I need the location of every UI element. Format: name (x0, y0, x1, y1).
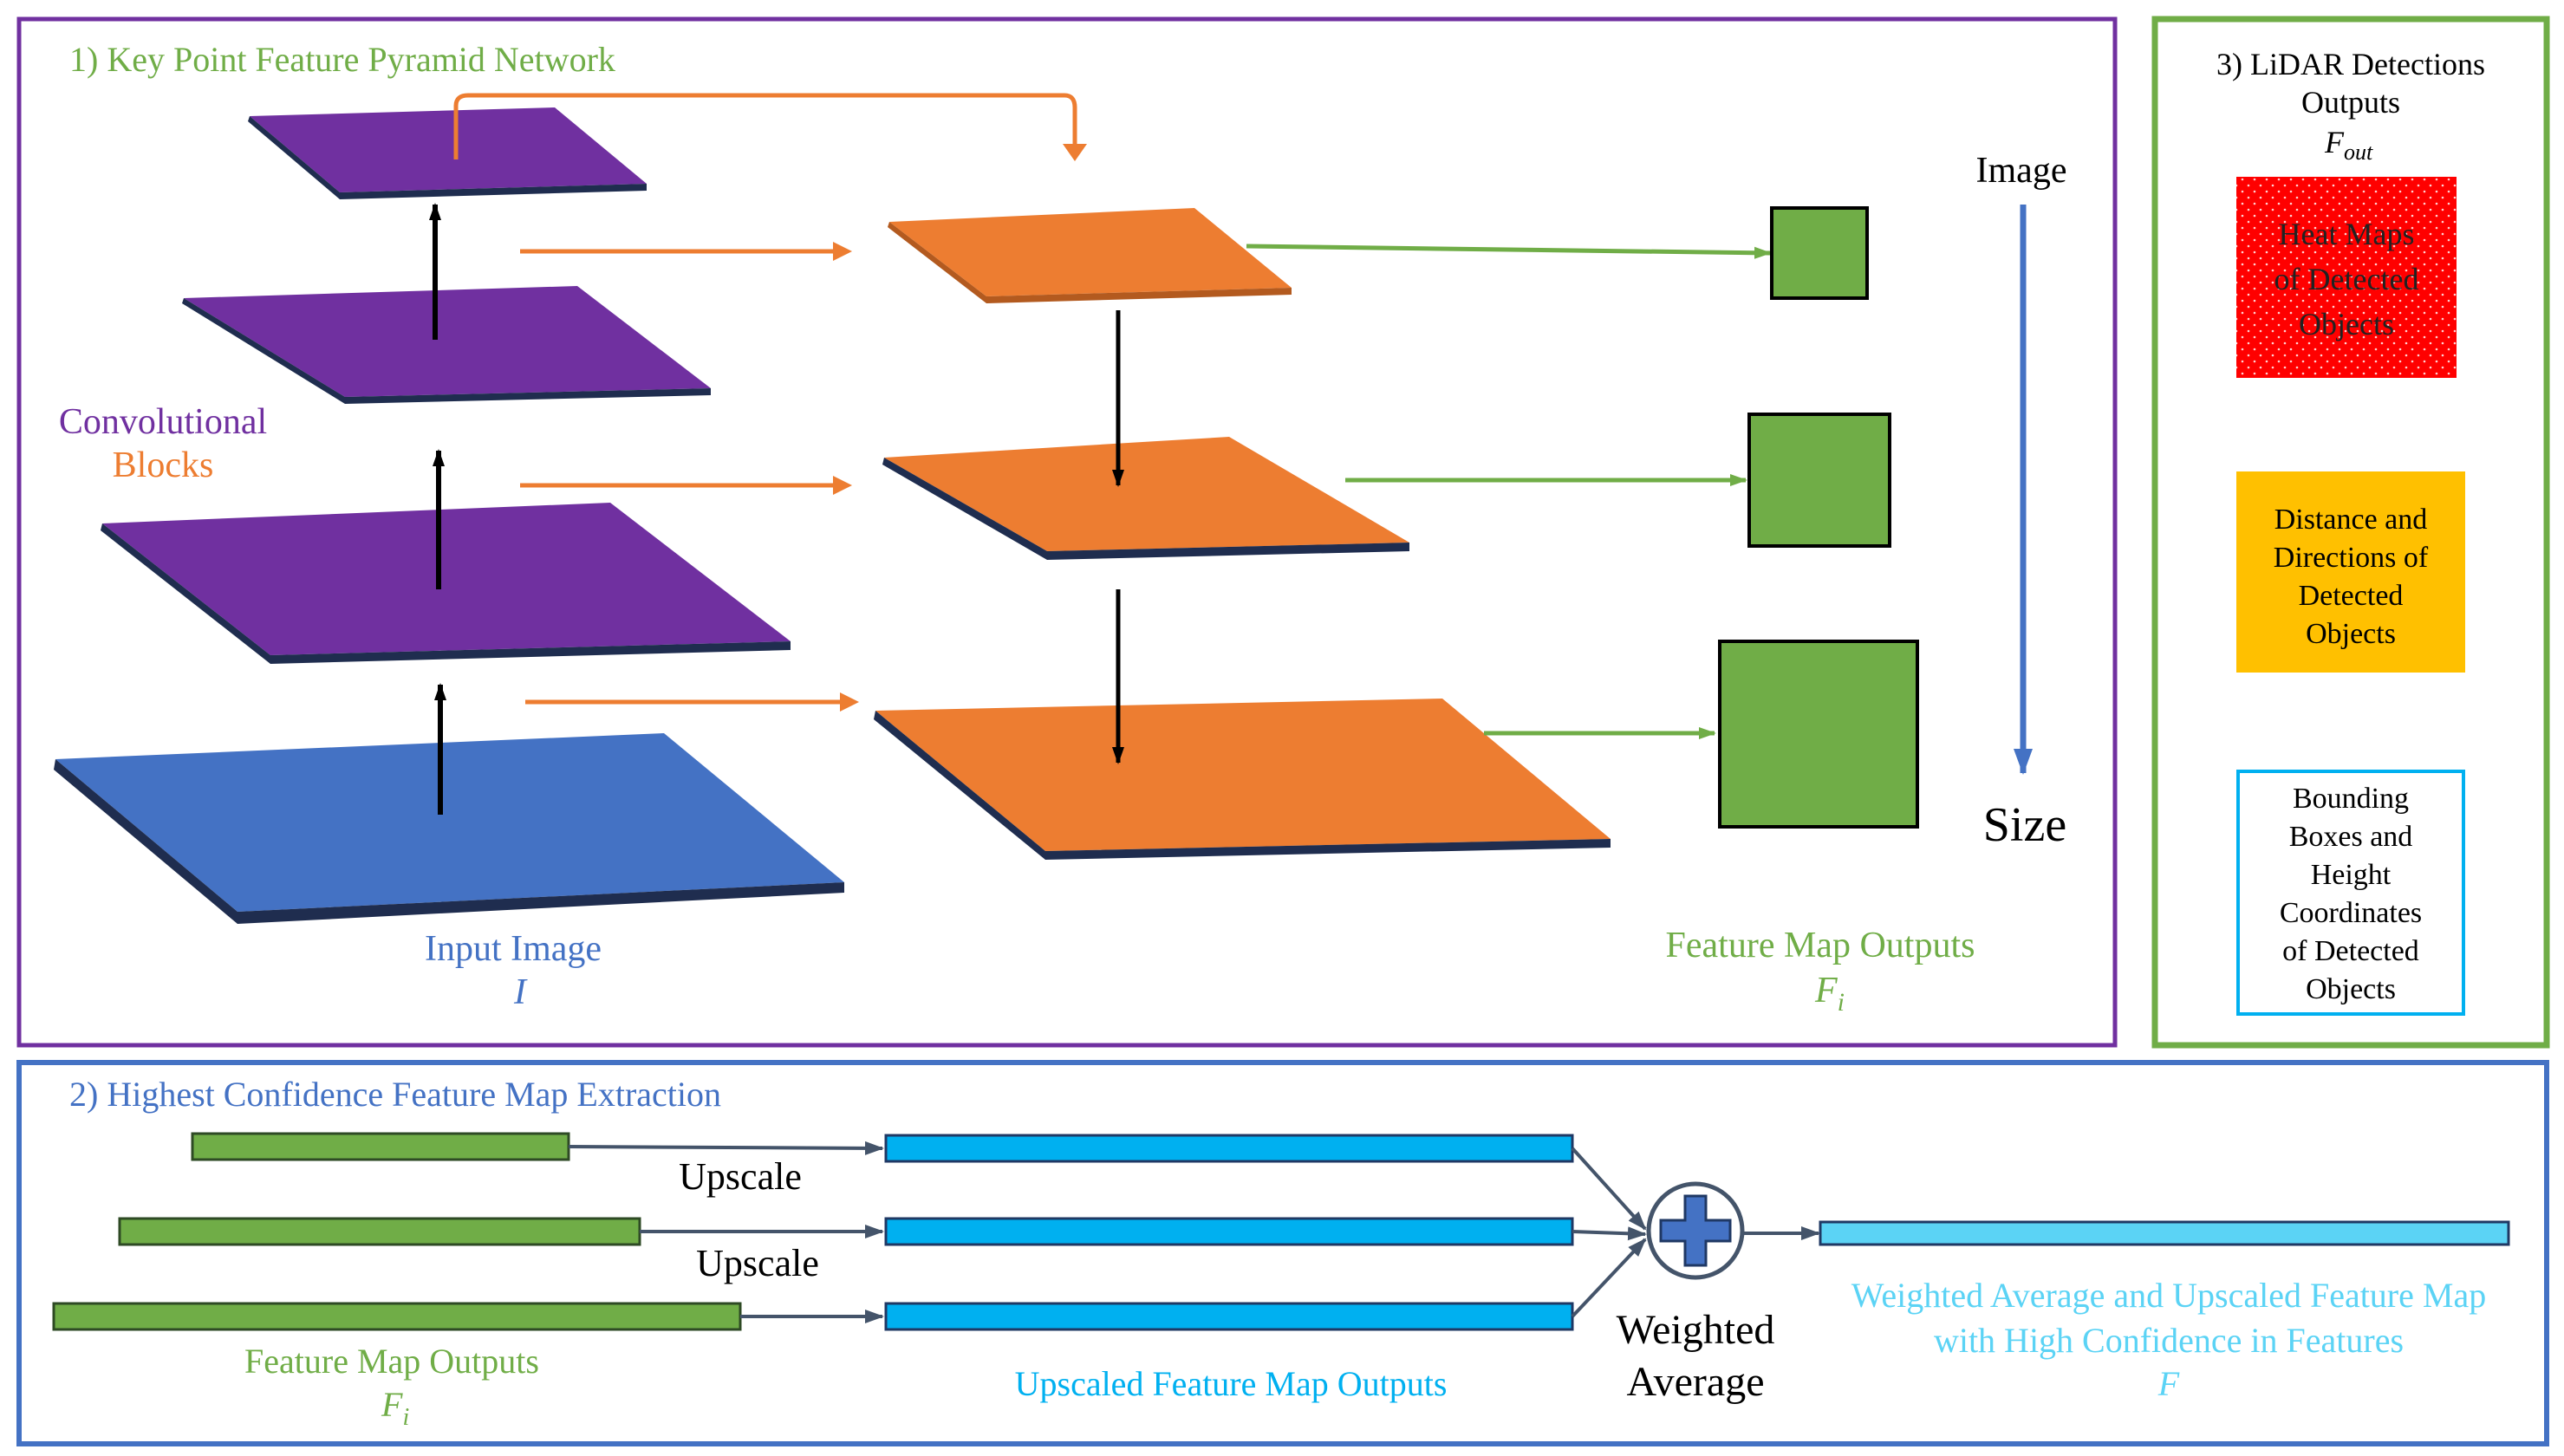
result-label-2: with High Confidence in Features (1934, 1321, 2404, 1360)
panel-3-symbol: Fout (2324, 125, 2373, 165)
distance-text-3: Detected (2299, 580, 2404, 612)
heatmap-output-box (2236, 177, 2457, 378)
feature-map-large (1718, 640, 1919, 829)
bbox-text-2: Boxes and (2289, 821, 2413, 853)
distance-text-4: Objects (2306, 618, 2396, 650)
panel-3-border (2151, 16, 2550, 1049)
panel-2-title: 2) Highest Confidence Feature Map Extrac… (69, 1075, 721, 1114)
input-image-plane (54, 733, 844, 924)
panel-confidence-extraction: 2) Highest Confidence Feature Map Extrac… (16, 1060, 2549, 1446)
panel-1-border (16, 16, 2118, 1048)
axis-label-size: Size (1983, 798, 2066, 852)
upscaled-label: Upscaled Feature Map Outputs (1015, 1364, 1448, 1403)
feature-map-outputs-label: Feature Map Outputs (1666, 926, 1975, 965)
top-down-connection-arrow (453, 93, 1077, 159)
fpn-level-1 (888, 208, 1292, 303)
feature-bar-3 (52, 1302, 742, 1331)
panel-keypoint-fpn: 1) Key Point Feature Pyramid Network (16, 16, 2118, 1048)
panel-lidar-outputs: 3) LiDAR Detections Outputs Fout Heat Ma… (2151, 16, 2550, 1049)
merge-arrow-3 (1571, 1238, 1647, 1318)
bbox-text-6: Objects (2306, 973, 2396, 1005)
panel-2-feature-symbol: Fi (381, 1385, 409, 1431)
fpn-level-3 (874, 699, 1611, 860)
bbox-output-box (2236, 770, 2465, 1016)
panel-3-title-line-1: 3) LiDAR Detections (2216, 47, 2485, 81)
axis-label-image: Image (1976, 151, 2067, 191)
heatmap-text-2: of Detected (2274, 262, 2419, 296)
upscale-arrow-1 (568, 1141, 884, 1155)
upscaled-bar-2 (884, 1217, 1574, 1246)
bbox-text-4: Coordinates (2280, 897, 2422, 929)
conv-block-1 (101, 503, 791, 664)
bbox-text-5: of Detected (2282, 935, 2419, 967)
conv-block-3 (248, 107, 647, 199)
distance-text-1: Distance and (2274, 504, 2428, 536)
feature-bar-2 (118, 1217, 641, 1246)
result-symbol: F (2157, 1364, 2180, 1403)
weighted-sum-plus-icon (1646, 1181, 1745, 1280)
weighted-label-2: Average (1627, 1359, 1765, 1405)
feature-map-outputs-symbol: Fi (1814, 971, 1845, 1017)
merge-arrow-2 (1572, 1226, 1647, 1241)
feature-map-medium (1747, 413, 1891, 548)
heatmap-text-1: Heat Maps (2279, 217, 2415, 251)
upscale-label-1: Upscale (679, 1155, 802, 1198)
output-arrow-1 (1246, 244, 1772, 259)
panel-1-title: 1) Key Point Feature Pyramid Network (69, 40, 615, 79)
bbox-text-1: Bounding (2293, 783, 2409, 815)
bbox-text-3: Height (2311, 859, 2392, 891)
fpn-level-2 (882, 437, 1409, 560)
input-image-label: Input Image (425, 929, 602, 969)
feature-bar-1 (191, 1132, 570, 1161)
upscaled-bar-1 (884, 1134, 1574, 1163)
merge-arrow-1 (1571, 1147, 1647, 1231)
conv-block-2 (182, 286, 711, 404)
upscale-label-2: Upscale (696, 1242, 819, 1284)
upscaled-bar-3 (884, 1302, 1574, 1331)
weighted-output-bar (1819, 1220, 2510, 1246)
input-image-symbol: I (513, 972, 528, 1012)
heatmap-text-3: Objects (2299, 307, 2394, 341)
weighted-label-1: Weighted (1617, 1307, 1775, 1353)
panel-2-border (16, 1060, 2549, 1446)
distance-output-box (2236, 471, 2465, 673)
top-down-connection-arrowhead (1063, 144, 1087, 161)
conv-label-line-1: Convolutional (59, 402, 267, 442)
conv-label-line-2: Blocks (113, 445, 214, 485)
panel-3-title-line-2: Outputs (2301, 85, 2400, 120)
distance-text-2: Directions of (2274, 542, 2429, 574)
feature-map-small (1770, 206, 1869, 300)
panel-2-feature-label: Feature Map Outputs (244, 1342, 539, 1381)
result-label-1: Weighted Average and Upscaled Feature Ma… (1851, 1276, 2486, 1315)
